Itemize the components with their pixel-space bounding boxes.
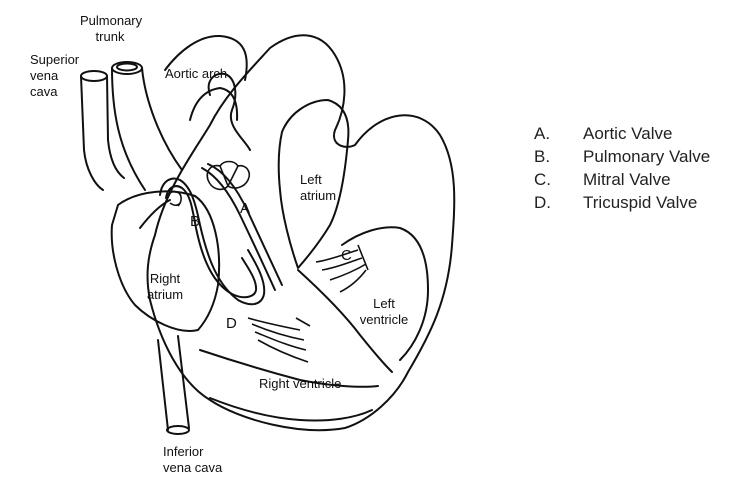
legend-item: D. Tricuspid Valve: [534, 191, 710, 214]
label-right-ventricle: Right ventricle: [259, 376, 341, 392]
valve-letter-a: A: [240, 200, 250, 217]
valve-letter-b: B: [190, 213, 200, 230]
valve-letter-d: D: [226, 315, 237, 332]
legend-item-letter: B.: [534, 145, 583, 168]
label-left-atrium: Left atrium: [300, 172, 336, 204]
legend-item-name: Aortic Valve: [583, 122, 672, 145]
right-atrium-wall: [112, 191, 219, 331]
label-pulmonary-trunk: Pulmonary trunk: [80, 13, 140, 45]
valve-letter-c: C: [341, 247, 352, 264]
label-right-atrium-line2: atrium: [140, 287, 190, 303]
superior-vena-cava-right-wall: [107, 76, 124, 178]
legend-item-name: Mitral Valve: [583, 168, 671, 191]
inferior-vena-cava-right-wall: [178, 336, 189, 428]
label-superior-vena-cava: Superior vena cava: [30, 52, 79, 100]
legend-item-name: Pulmonary Valve: [583, 145, 710, 168]
legend-item-letter: C.: [534, 168, 583, 191]
label-pulmonary-trunk-line2: trunk: [80, 29, 140, 45]
label-pulmonary-trunk-line1: Pulmonary: [80, 13, 140, 29]
tricuspid-valve-chordae: [248, 318, 310, 362]
label-inferior-vena-cava: Inferior vena cava: [163, 444, 222, 476]
label-aortic-arch: Aortic arch: [165, 66, 227, 82]
legend-item: B. Pulmonary Valve: [534, 145, 710, 168]
label-superior-vena-cava-line2: vena: [30, 68, 79, 84]
label-inferior-vena-cava-line1: Inferior: [163, 444, 222, 460]
legend-item: C. Mitral Valve: [534, 168, 710, 191]
aorta-inner-loop: [209, 74, 250, 150]
pulmonary-valve-cusps: [167, 192, 181, 206]
legend-item-name: Tricuspid Valve: [583, 191, 697, 214]
label-left-ventricle-line2: ventricle: [348, 312, 420, 328]
label-superior-vena-cava-line1: Superior: [30, 52, 79, 68]
superior-vena-cava-left-wall: [81, 76, 103, 190]
left-ventricle-inner-wall: [342, 227, 428, 360]
superior-vena-cava-opening: [81, 71, 107, 81]
legend-item-letter: D.: [534, 191, 583, 214]
label-inferior-vena-cava-line2: vena cava: [163, 460, 222, 476]
legend-item: A. Aortic Valve: [534, 122, 710, 145]
pulmonary-trunk-right-wall: [142, 68, 182, 170]
valve-legend: A. Aortic Valve B. Pulmonary Valve C. Mi…: [534, 122, 710, 214]
lower-heart-inner-outline: [210, 398, 372, 421]
label-left-ventricle: Left ventricle: [348, 296, 420, 328]
label-right-atrium-line1: Right: [140, 271, 190, 287]
inferior-vena-cava-opening: [167, 426, 189, 434]
label-left-atrium-line1: Left: [300, 172, 336, 188]
legend-item-letter: A.: [534, 122, 583, 145]
label-right-atrium: Right atrium: [140, 271, 190, 303]
label-superior-vena-cava-line3: cava: [30, 84, 79, 100]
label-left-atrium-line2: atrium: [300, 188, 336, 204]
label-left-ventricle-line1: Left: [348, 296, 420, 312]
inferior-vena-cava-left-wall: [158, 340, 168, 430]
